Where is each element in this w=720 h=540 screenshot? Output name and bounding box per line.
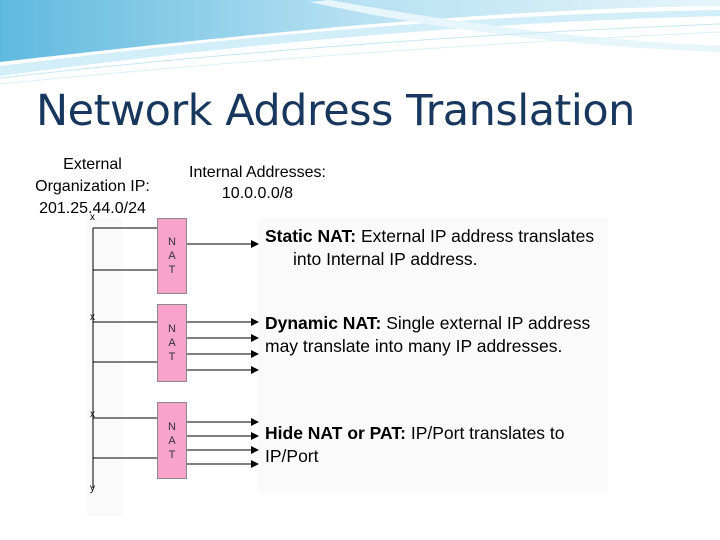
header-swoosh-decoration: [0, 0, 720, 85]
marker-x-row3: x: [90, 409, 95, 420]
internal-addresses-label-line1: Internal Addresses:: [189, 164, 326, 181]
nat-box-letter-t: T: [168, 264, 176, 276]
left-panel-background: [86, 218, 123, 516]
nat-box-letter-a: A: [168, 434, 176, 447]
internal-addresses-label: Internal Addresses: 10.0.0.0/8: [170, 162, 345, 204]
dynamic-nat-text: Single external IP address may translate…: [265, 313, 591, 356]
static-nat-description: Static NAT: External IP address translat…: [265, 225, 595, 271]
marker-x-row1: x: [90, 212, 95, 223]
nat-box-letter-t: T: [168, 351, 176, 363]
marker-x-row2: x: [90, 312, 95, 323]
hide-nat-description: Hide NAT or PAT: IP/Port translates to I…: [265, 422, 600, 468]
hide-nat-text: IP/Port translates to IP/Port: [265, 423, 565, 466]
nat-box-letter-a: A: [168, 337, 176, 349]
external-ip-label-line2: Organization IP:: [35, 178, 150, 195]
nat-box-dynamic: N A T: [157, 304, 187, 382]
internal-addresses-label-line2: 10.0.0.0/8: [221, 185, 294, 202]
right-panel-background: [258, 218, 608, 493]
external-ip-label: External Organization IP: 201.25.44.0/24: [20, 154, 165, 220]
dynamic-nat-description: Dynamic NAT: Single external IP address …: [265, 312, 595, 358]
nat-box-static: N A T: [157, 218, 187, 294]
nat-box-letter-a: A: [168, 250, 176, 262]
external-ip-label-line3: 201.25.44.0/24: [39, 200, 146, 217]
nat-box-letter-n: N: [168, 236, 176, 248]
nat-box-letter-t: T: [168, 448, 176, 461]
dynamic-nat-term: Dynamic NAT:: [265, 313, 382, 333]
static-nat-text: External IP address translates into Inte…: [293, 226, 595, 269]
static-nat-term: Static NAT:: [265, 226, 357, 246]
nat-box-hide: N A T: [157, 402, 187, 479]
nat-box-letter-n: N: [168, 420, 176, 433]
nat-box-letter-n: N: [168, 323, 176, 335]
external-ip-label-line1: External: [63, 156, 122, 173]
hide-nat-term: Hide NAT or PAT:: [265, 423, 406, 443]
marker-y: y: [90, 483, 95, 494]
slide-title: Network Address Translation: [36, 86, 635, 136]
